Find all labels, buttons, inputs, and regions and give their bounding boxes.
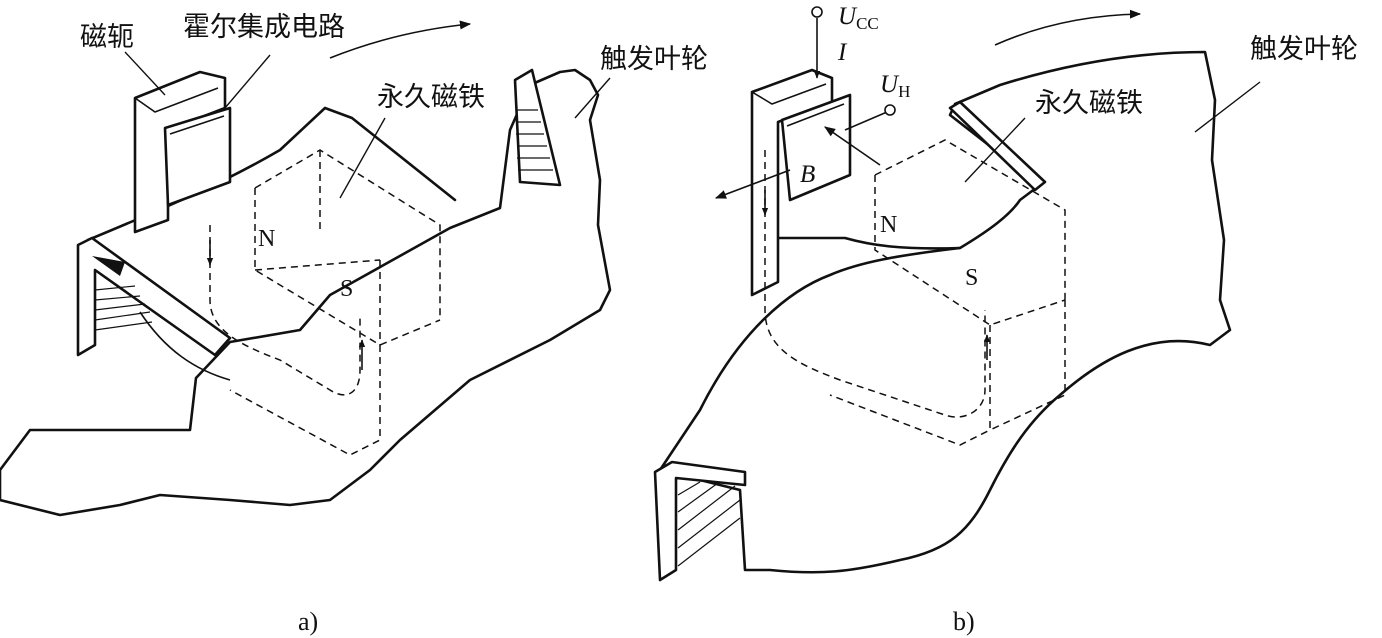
supply-terminal-b xyxy=(811,6,823,18)
magnet-b xyxy=(829,139,1066,446)
label-pole-s-a: S xyxy=(340,276,353,302)
flux-loop-b xyxy=(764,150,986,418)
trigger-wheel-b-notch xyxy=(768,236,962,250)
label-magnet-b: 永久磁铁 xyxy=(1035,88,1143,119)
channel-a-hatch xyxy=(92,256,153,331)
hall-voltage-lead-b xyxy=(844,111,888,131)
magnet-a xyxy=(229,149,441,456)
label-current-b: I xyxy=(837,39,848,66)
label-field-b: B xyxy=(800,161,815,188)
channel-a-curve xyxy=(139,311,231,381)
label-pole-n-b: N xyxy=(880,212,897,238)
label-yoke-a: 磁轭 xyxy=(80,22,134,53)
leader-magnet-b xyxy=(964,117,1026,183)
rotation-arrow-b xyxy=(994,9,1142,46)
label-wheel-b: 触发叶轮 xyxy=(1250,34,1358,65)
yoke-a-edge xyxy=(134,87,219,113)
channel-b xyxy=(653,460,747,582)
yoke-b-edge xyxy=(751,83,827,105)
leader-hall-ic-a xyxy=(224,54,271,109)
label-hall-voltage-b: UH xyxy=(880,71,910,101)
wheel-tooth-a-hatch xyxy=(516,109,553,171)
label-wheel-a: 触发叶轮 xyxy=(600,44,708,75)
field-arrow-out-b xyxy=(714,169,791,199)
field-arrow-in-b xyxy=(824,126,881,166)
label-supply-b: UCC xyxy=(838,3,879,33)
trigger-wheel-a xyxy=(0,68,612,517)
label-magnet-a: 永久磁铁 xyxy=(377,82,485,113)
hall-element-b-edge xyxy=(786,103,845,127)
hall-ic-a-edge xyxy=(169,115,225,135)
rotation-arrow-a xyxy=(329,20,472,59)
panel-a: 磁轭 霍尔集成电路 永久磁铁 触发叶轮 N S a) xyxy=(0,12,708,636)
hall-voltage-terminal-b xyxy=(884,104,896,116)
caption-b: b) xyxy=(953,607,975,636)
panel-b: UCC I UH B 永久磁铁 触发叶轮 N S b) xyxy=(653,3,1358,636)
hall-ic-a xyxy=(163,106,232,207)
leader-yoke-a xyxy=(124,51,166,96)
label-pole-n-a: N xyxy=(258,226,275,252)
trigger-wheel-b xyxy=(658,50,1232,574)
channel-b-hatch xyxy=(677,481,741,567)
caption-a: a) xyxy=(298,607,318,636)
leader-wheel-b xyxy=(1194,81,1261,133)
channel-a xyxy=(76,236,232,357)
wheel-tooth-b xyxy=(948,100,1047,192)
label-hall-ic-a: 霍尔集成电路 xyxy=(183,12,345,43)
wheel-tooth-a xyxy=(513,68,562,187)
flux-loop-a xyxy=(209,225,361,396)
leader-magnet-a xyxy=(339,117,386,199)
leader-wheel-a xyxy=(574,77,611,119)
label-pole-s-b: S xyxy=(965,265,978,291)
